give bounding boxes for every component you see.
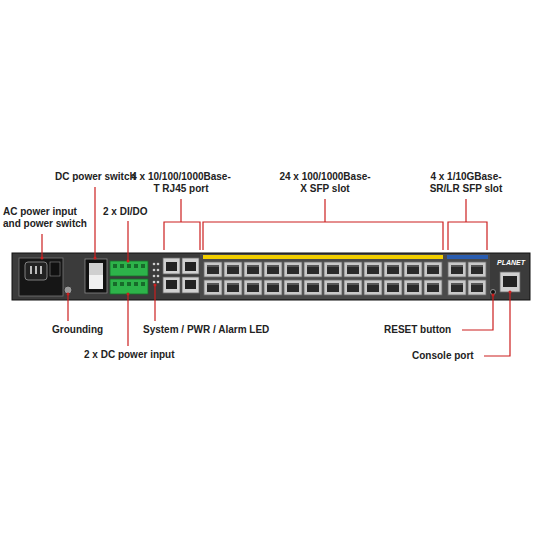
callout-label: Console port — [412, 350, 474, 362]
callout-label: RESET button — [384, 324, 451, 336]
callout-label: 24 x 100/1000Base-X SFP slot — [265, 171, 385, 195]
callout-label: DC power switch — [55, 171, 136, 183]
callout-label: 4 x 10/100/1000Base-T RJ45 port — [119, 171, 244, 195]
callout-label: 2 x DI/DO — [103, 206, 147, 218]
callout-label: 4 x 1/10GBase-SR/LR SFP slot — [407, 171, 525, 195]
callout-label: Grounding — [52, 324, 103, 336]
callout-label: 2 x DC power input — [84, 349, 175, 361]
callout-label: System / PWR / Alarm LED — [143, 324, 269, 336]
callout-label: AC power input and power switch — [3, 206, 95, 230]
brand-logo: PLANET — [497, 259, 525, 267]
